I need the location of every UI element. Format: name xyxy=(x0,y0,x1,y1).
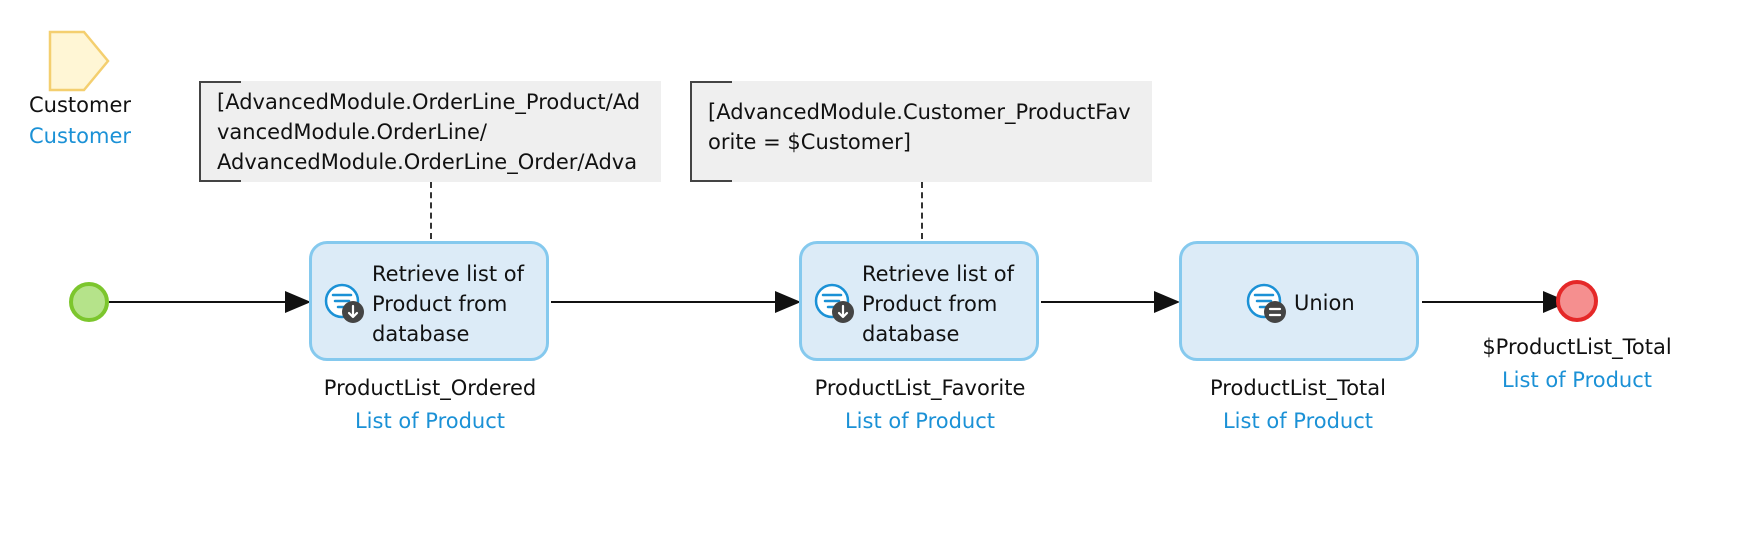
activity-label: Retrieve list of Product from database xyxy=(862,262,1014,346)
annotation-connector-1 xyxy=(430,182,432,239)
output-variable-type: List of Product xyxy=(354,409,506,433)
end-return-value: $ProductList_Total xyxy=(1482,335,1672,359)
activity-label: Union xyxy=(1294,291,1355,315)
activity-label: Retrieve list of Product from database xyxy=(372,262,524,346)
activity-retrieve-favorite[interactable]: Retrieve list of Product from database xyxy=(799,241,1039,361)
parameter-type: Customer xyxy=(29,124,132,148)
sequence-flow-4[interactable] xyxy=(1422,301,1544,303)
output-variable-name: ProductList_Ordered xyxy=(323,376,537,400)
annotation-2[interactable]: [AdvancedModule.Customer_ProductFavorite… xyxy=(690,81,1152,182)
start-event[interactable] xyxy=(69,282,109,322)
output-variable-type: List of Product xyxy=(1222,409,1374,433)
output-variable-type: List of Product xyxy=(844,409,996,433)
retrieve-from-database-icon xyxy=(324,283,364,323)
arrow-head-icon xyxy=(1154,291,1180,313)
parameter-name: Customer xyxy=(29,93,132,117)
sequence-flow-1[interactable] xyxy=(109,301,286,303)
output-variable-name: ProductList_Favorite xyxy=(814,376,1026,400)
sequence-flow-3[interactable] xyxy=(1041,301,1155,303)
arrow-head-icon xyxy=(285,291,311,313)
annotation-1[interactable]: [AdvancedModule.OrderLine_Product/Advanc… xyxy=(199,81,661,182)
output-variable-name: ProductList_Total xyxy=(1210,376,1386,400)
activity-retrieve-ordered[interactable]: Retrieve list of Product from database xyxy=(309,241,549,361)
end-event[interactable] xyxy=(1556,280,1598,322)
list-union-icon xyxy=(1246,283,1286,323)
end-return-type: List of Product xyxy=(1501,368,1653,392)
arrow-head-icon xyxy=(775,291,801,313)
annotation-connector-2 xyxy=(921,182,923,239)
sequence-flow-2[interactable] xyxy=(551,301,776,303)
activity-union[interactable]: Union xyxy=(1179,241,1419,361)
retrieve-from-database-icon xyxy=(814,283,854,323)
parameter-icon[interactable] xyxy=(48,30,110,92)
